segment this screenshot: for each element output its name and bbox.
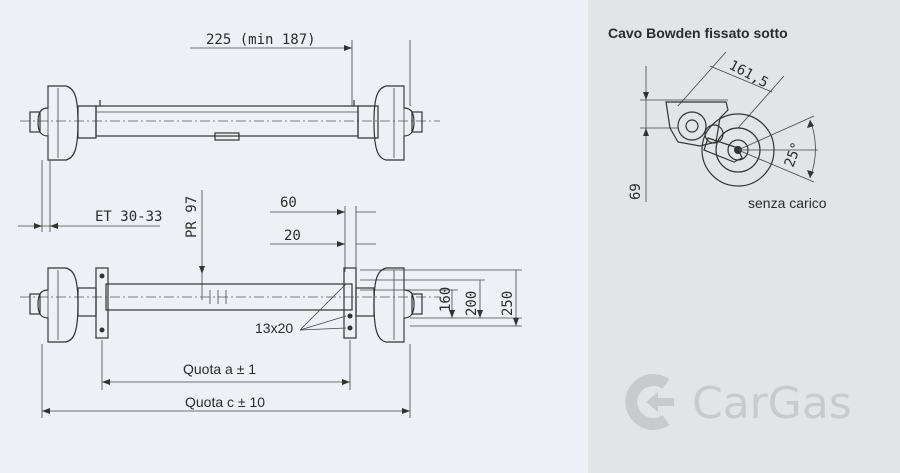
bolt-label: 13x20 <box>255 320 293 336</box>
dim-225-arrow <box>344 45 352 51</box>
top-hub-left <box>29 85 97 161</box>
dim-200-arrow <box>477 310 483 318</box>
dim-69-arrow-bottom <box>643 128 649 136</box>
dim-69-arrow-top <box>643 92 649 100</box>
top-hub-right <box>357 85 423 161</box>
dim-69-label: 69 <box>628 183 644 200</box>
dim-et-label: ET 30-33 <box>95 209 162 225</box>
bolt-leader-2 <box>299 315 347 331</box>
dim-et-arrow-2 <box>50 223 58 229</box>
angle-arrow-1 <box>807 120 814 128</box>
bottom-hub-left <box>29 267 97 343</box>
bottom-hub-right <box>355 267 423 343</box>
dim-250-arrow <box>513 318 519 326</box>
dim-250-label: 250 <box>500 291 516 316</box>
bolt-leader-3 <box>299 327 347 331</box>
dim-60-label: 60 <box>280 195 297 211</box>
angle-line-2 <box>737 149 815 183</box>
top-clamp <box>214 132 240 141</box>
quota-c-arrow-left <box>42 408 50 414</box>
axle-drawing-panel: 225 (min 187) <box>0 0 588 473</box>
quota-a-arrow-left <box>102 379 110 385</box>
side-view-drawing: Cavo Bowden fissato sotto 161,5 69 <box>588 0 900 473</box>
bracket-hole-3 <box>347 313 353 319</box>
bolt-leader-1 <box>299 283 347 331</box>
bottom-view: PR 97 60 20 <box>20 190 522 418</box>
dim-160-arrow <box>449 310 455 318</box>
bracket-hole-4 <box>347 325 353 331</box>
dim-161-ext-1 <box>677 51 727 107</box>
angle-line <box>737 115 815 151</box>
top-view: 225 (min 187) <box>18 32 440 232</box>
logo-text: CarGas <box>692 378 852 429</box>
bracket-hole-1 <box>99 273 105 279</box>
axle-drawing: 225 (min 187) <box>0 0 588 473</box>
dim-et-arrow-1 <box>34 223 42 229</box>
quota-c-arrow-right <box>402 408 410 414</box>
cargas-logo-icon <box>625 374 674 430</box>
bracket-hole-2 <box>99 327 105 333</box>
dim-20-arrow <box>337 241 345 247</box>
dim-pr-label: PR 97 <box>184 196 200 238</box>
side-view-panel: Cavo Bowden fissato sotto 161,5 69 <box>588 0 900 473</box>
dim-200-label: 200 <box>464 291 480 316</box>
dim-20-label: 20 <box>284 228 301 244</box>
dim-60-arrow <box>337 209 345 215</box>
cargas-logo: CarGas <box>625 374 852 430</box>
quota-a-label: Quota a ± 1 <box>183 361 256 377</box>
side-view-caption: senza carico <box>748 195 827 211</box>
side-view-title: Cavo Bowden fissato sotto <box>608 25 788 41</box>
right-background <box>588 0 900 473</box>
dim-161-line <box>709 65 773 93</box>
dim-225-label: 225 (min 187) <box>206 32 316 48</box>
angle-arrow-2 <box>807 170 814 178</box>
dim-160-label: 160 <box>438 287 454 312</box>
dim-pr-arrow <box>199 266 205 274</box>
dim-161-ext-2 <box>737 75 785 129</box>
left-background <box>0 0 588 473</box>
quota-a-arrow-right <box>342 379 350 385</box>
quota-c-label: Quota c ± 10 <box>185 394 265 410</box>
